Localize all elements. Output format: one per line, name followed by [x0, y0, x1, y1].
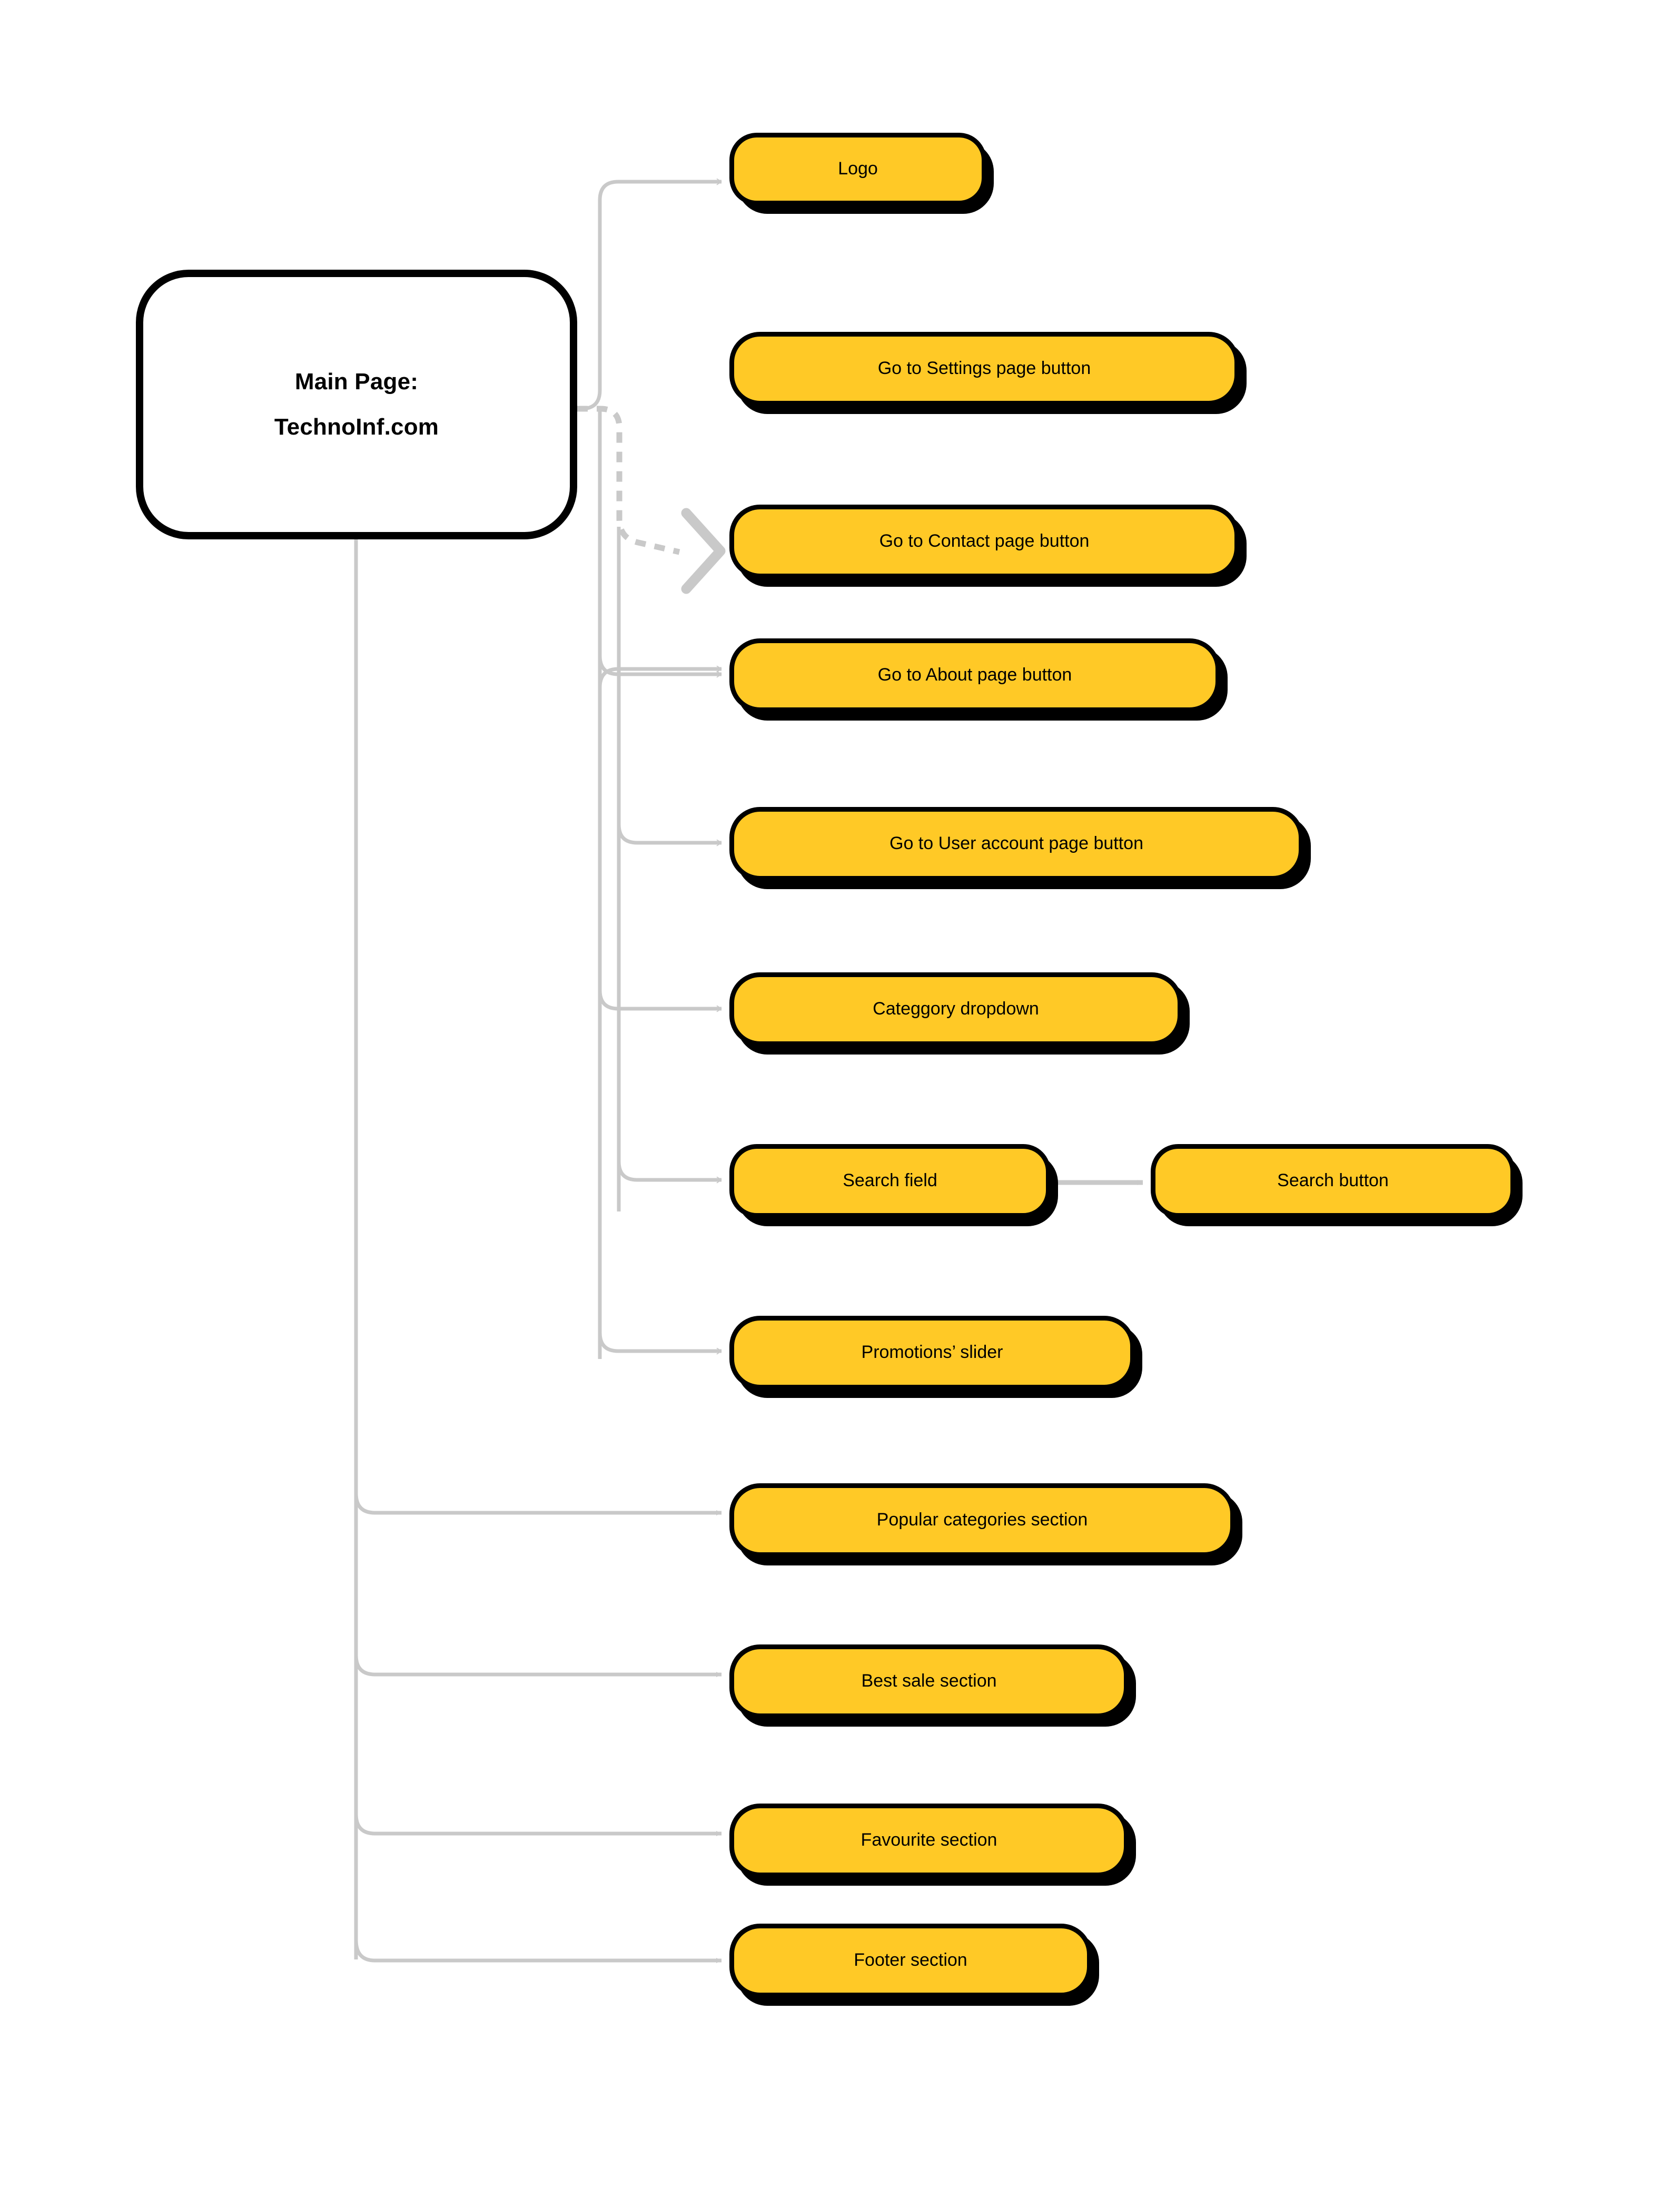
node-popular-categories-face: Popular categories section	[729, 1483, 1235, 1557]
node-promotions-label: Promotions’ slider	[861, 1342, 1003, 1363]
node-contact[interactable]: Go to Contact page button	[729, 505, 1247, 587]
node-about[interactable]: Go to About page button	[729, 638, 1228, 721]
node-logo[interactable]: Logo	[729, 133, 994, 214]
node-search-button-face: Search button	[1151, 1144, 1515, 1218]
node-best-sale[interactable]: Best sale section	[729, 1644, 1136, 1727]
node-settings-label: Go to Settings page button	[877, 358, 1091, 379]
node-category-face: Categgory dropdown	[729, 972, 1182, 1046]
edge-main-to-about	[600, 656, 722, 711]
node-best-sale-face: Best sale section	[729, 1644, 1129, 1718]
edge-main-to-footer	[354, 1939, 722, 1963]
node-user-account[interactable]: Go to User account page button	[729, 807, 1311, 889]
edge-main-to-contact-dashed	[577, 406, 726, 594]
edge-main-to-category	[598, 990, 722, 1009]
node-favourite[interactable]: Favourite section	[729, 1804, 1136, 1886]
node-settings[interactable]: Go to Settings page button	[729, 332, 1247, 414]
node-user-account-face: Go to User account page button	[729, 807, 1303, 881]
node-logo-face: Logo	[729, 133, 986, 205]
edge-main-to-about-line	[598, 655, 722, 674]
edge-main-to-settings	[598, 669, 722, 688]
node-favourite-face: Favourite section	[729, 1804, 1129, 1877]
node-main-page-line2: TechnoInf.com	[274, 414, 439, 440]
node-contact-label: Go to Contact page button	[879, 531, 1090, 551]
edge-main-to-best-sale	[354, 1654, 722, 1677]
edge-main-to-user-account	[617, 824, 722, 843]
node-category-label: Categgory dropdown	[873, 999, 1039, 1019]
node-search-field-face: Search field	[729, 1144, 1051, 1218]
node-popular-categories-label: Popular categories section	[876, 1510, 1088, 1530]
node-best-sale-label: Best sale section	[861, 1671, 997, 1691]
node-category[interactable]: Categgory dropdown	[729, 972, 1190, 1055]
node-promotions[interactable]: Promotions’ slider	[729, 1316, 1142, 1398]
edge-main-to-promotions	[598, 1332, 722, 1351]
node-popular-categories[interactable]: Popular categories section	[729, 1483, 1242, 1565]
node-settings-face: Go to Settings page button	[729, 332, 1239, 406]
node-search-button-label: Search button	[1277, 1170, 1389, 1191]
node-footer[interactable]: Footer section	[729, 1924, 1099, 2006]
node-search-field-label: Search field	[843, 1170, 937, 1191]
node-footer-face: Footer section	[729, 1924, 1092, 1997]
edge-main-to-logo	[577, 182, 722, 411]
node-main-page-line1: Main Page:	[294, 369, 419, 395]
node-promotions-face: Promotions’ slider	[729, 1316, 1135, 1390]
node-contact-face: Go to Contact page button	[729, 505, 1239, 578]
node-footer-label: Footer section	[854, 1950, 967, 1971]
node-about-face: Go to About page button	[729, 638, 1220, 712]
edge-main-to-favourite	[354, 1814, 722, 1836]
edge-main-to-search-field	[617, 1161, 722, 1180]
node-favourite-label: Favourite section	[861, 1830, 997, 1850]
node-main-page[interactable]: Main Page: TechnoInf.com	[136, 270, 577, 539]
node-logo-label: Logo	[838, 159, 878, 179]
edge-main-to-popular-categories	[354, 1493, 722, 1515]
node-search-button[interactable]: Search button	[1151, 1144, 1523, 1226]
node-search-field[interactable]: Search field	[729, 1144, 1058, 1226]
node-user-account-label: Go to User account page button	[890, 833, 1143, 854]
node-about-label: Go to About page button	[877, 665, 1072, 685]
